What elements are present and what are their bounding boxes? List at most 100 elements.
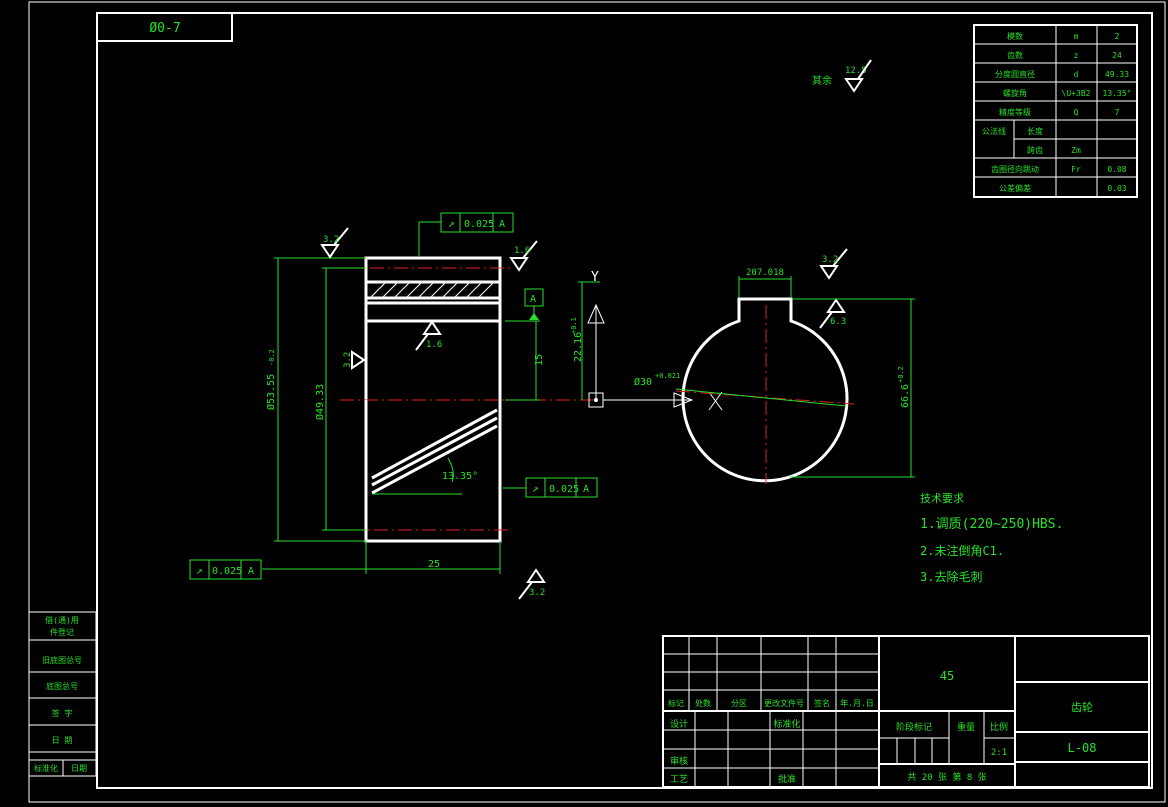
tolerance-frame-2: ↗ 0.025 A <box>503 477 598 498</box>
params-cell: 螺旋角 <box>1003 88 1027 98</box>
params-cell: d <box>1074 70 1079 79</box>
roughness-symbols <box>320 227 848 600</box>
side-label-1: 借(通)用 <box>45 615 79 625</box>
datum-label: A <box>530 294 536 305</box>
axis-y-label: Y <box>591 270 599 285</box>
params-cell: 长度 <box>1027 126 1043 136</box>
svg-text:A: A <box>583 484 589 495</box>
title-block-header: 年.月.日 <box>840 698 874 708</box>
params-cell: 分度圆直径 <box>995 69 1035 79</box>
tb-row-approve: 批准 <box>778 773 796 785</box>
roughness-other-value: 12.5 <box>845 66 867 76</box>
dim-width: 25 <box>428 559 440 570</box>
side-block <box>28 611 97 777</box>
dim-bore: Ø30 <box>634 376 652 388</box>
side-label-2: 件登记 <box>50 627 74 637</box>
params-cell: 24 <box>1112 51 1122 60</box>
params-cell: 齿数 <box>1007 50 1023 60</box>
params-cell: Zm <box>1071 146 1081 155</box>
tb-row-review: 审核 <box>670 755 688 767</box>
code-box <box>96 12 233 42</box>
code-box-text: Ø0-7 <box>149 21 180 36</box>
dim-bore-tol: +0.021 <box>655 372 680 380</box>
params-cell: Q <box>1074 108 1079 117</box>
title-block-header: 分区 <box>731 699 747 708</box>
title-block-header: 处数 <box>695 698 711 708</box>
inner-frame <box>96 12 1153 789</box>
gear-section-view <box>322 256 598 543</box>
dim-outer-diameter: Ø53.55 <box>265 374 277 410</box>
dim-key-width: 207.018 <box>746 268 784 278</box>
title-material: 45 <box>940 669 954 683</box>
title-scale-label: 比例 <box>990 721 1008 733</box>
roughness-5: 3.2 <box>529 588 545 598</box>
title-stage-label: 阶段标记 <box>896 721 932 733</box>
hub-dimensions <box>675 276 915 478</box>
axis-arrow-up-icon <box>587 303 605 324</box>
tb-row-design: 设计 <box>670 718 688 730</box>
params-cell: 0.03 <box>1107 184 1126 193</box>
params-cell: 跨齿 <box>1027 146 1043 155</box>
outer-frame <box>28 1 1166 803</box>
hub-view <box>675 297 855 484</box>
dim-bore-depth-tol: +0.2 <box>897 366 905 383</box>
axis-x-cross-icon <box>708 391 723 411</box>
roughness-4: 1.6 <box>426 340 442 350</box>
title-block-header: 更改文件号 <box>764 698 804 708</box>
side-label-6: 日 期 <box>52 736 73 745</box>
dim-helix-angle: 13.35° <box>442 471 478 482</box>
svg-text:A: A <box>248 566 254 577</box>
side-label-4: 底图总号 <box>46 681 78 691</box>
side-label-7: 标准化 <box>34 763 58 773</box>
svg-text:↗: ↗ <box>532 482 539 495</box>
params-cell: 49.33 <box>1105 70 1129 79</box>
svg-text:0.025: 0.025 <box>464 219 494 230</box>
tb-row-process: 工艺 <box>670 774 688 785</box>
params-cell: 精度等级 <box>999 107 1031 117</box>
tech-req-item-2: 2.未注倒角C1. <box>920 543 1004 558</box>
title-block-header: 签名 <box>814 698 830 708</box>
roughness-6: 3.2 <box>822 255 838 265</box>
title-drawing-no: L-08 <box>1068 741 1097 755</box>
params-cell: Fr <box>1071 165 1081 174</box>
title-scale: 2:1 <box>991 748 1007 758</box>
side-label-3: 旧底图总号 <box>42 655 82 665</box>
gear-dimensions <box>262 257 600 574</box>
params-cell: 0.08 <box>1107 165 1126 174</box>
tech-req-item-1: 1.调质(220~250)HBS. <box>920 517 1063 532</box>
svg-text:0.025: 0.025 <box>212 566 242 577</box>
tb-row-standard: 标准化 <box>773 718 800 730</box>
params-cell: m <box>1074 32 1079 41</box>
title-part-name: 齿轮 <box>1071 700 1093 714</box>
params-cell: 齿圈径向跳动 <box>991 164 1039 174</box>
params-cell: 7 <box>1115 108 1120 117</box>
params-cell: 13.35° <box>1103 89 1132 98</box>
title-block-header: 标记 <box>668 698 684 708</box>
roughness-1: 3.2 <box>323 235 339 245</box>
params-cell: 2 <box>1115 32 1120 41</box>
params-table: 模数 m 2 齿数 z 24 分度圆直径 d 49.33 螺旋角 \U+3B2 13.35° 精度等级 Q… <box>973 24 1138 198</box>
tech-req-item-3: 3.去除毛刺 <box>920 569 982 584</box>
svg-text:↗: ↗ <box>196 564 203 577</box>
roughness-symbol-icon <box>844 59 872 93</box>
roughness-3: 3.2 <box>343 352 353 368</box>
roughness-other-label: 其余 <box>812 74 832 87</box>
dim-outer-tol: -0.2 <box>268 349 276 366</box>
roughness-2: 1.6 <box>514 246 530 256</box>
datum-triangle-icon <box>529 313 539 320</box>
svg-text:↗: ↗ <box>448 217 455 230</box>
title-block: 标记 处数 分区 更改文件号签名年.月.日 <box>662 635 1150 788</box>
side-label-5: 签 字 <box>52 708 73 718</box>
roughness-7: 6.3 <box>830 317 846 327</box>
params-cell: 模数 <box>1007 31 1023 41</box>
title-sheets: 共 20 张 第 8 张 <box>907 771 986 783</box>
side-label-8: 日期 <box>71 764 87 773</box>
dim-key-height-tol: +0.1 <box>570 317 578 334</box>
tolerance-frame-1: ↗ 0.025 A <box>418 212 514 256</box>
params-cell: \U+3B2 <box>1062 89 1091 98</box>
svg-text:A: A <box>499 219 505 230</box>
params-cell: z <box>1074 51 1079 60</box>
params-cell: 公差偏差 <box>999 183 1031 193</box>
tech-req-title: 技术要求 <box>920 492 964 505</box>
